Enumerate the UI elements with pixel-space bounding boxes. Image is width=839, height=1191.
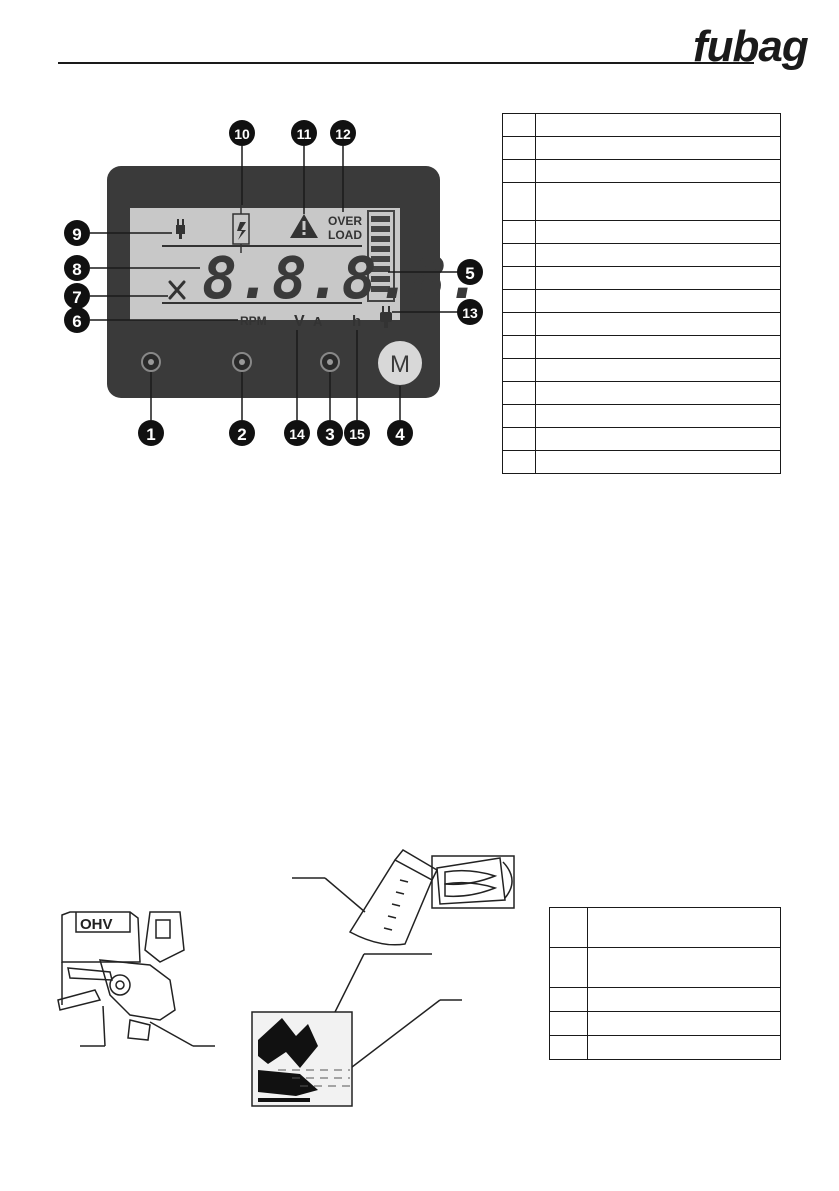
plug-icon-bottom-right (380, 306, 392, 328)
charge-icon (232, 205, 250, 253)
unit-v: V (294, 313, 305, 330)
table-row (502, 335, 781, 359)
legend-table-2 (549, 907, 781, 1060)
callout-13: 13 (457, 299, 483, 325)
table-row (502, 243, 781, 267)
table-row (502, 427, 781, 451)
engine-label: OHV (80, 916, 113, 933)
bar-graph-indicator (367, 210, 395, 302)
table-row (502, 136, 781, 160)
table-row (549, 907, 781, 948)
callout-9: 9 (64, 220, 90, 246)
table-row (502, 266, 781, 290)
table-row (502, 404, 781, 428)
svg-text:2: 2 (237, 425, 246, 444)
led-2 (232, 352, 252, 372)
callout-7: 7 (64, 283, 90, 309)
callouts: 10 11 12 9 8 7 6 5 13 1 2 14 3 15 4 (64, 120, 483, 446)
overload-label-1: OVER (328, 214, 362, 228)
warning-icon (290, 214, 318, 238)
svg-text:14: 14 (289, 426, 305, 442)
table-row (502, 182, 781, 221)
svg-text:9: 9 (72, 225, 81, 244)
callout-14: 14 (284, 420, 310, 446)
overload-label-2: LOAD (328, 228, 362, 242)
table-row (502, 450, 781, 474)
table-row (549, 947, 781, 988)
svg-text:7: 7 (72, 288, 81, 307)
seven-segment-readout: 8.8.8.8. (202, 244, 481, 312)
svg-text:4: 4 (395, 425, 405, 444)
unit-h: h (352, 313, 361, 330)
legend-table-1 (502, 113, 781, 474)
svg-text:15: 15 (349, 426, 365, 442)
table-row (549, 1011, 781, 1036)
svg-text:6: 6 (72, 312, 81, 331)
oil-level-detail (251, 1011, 353, 1107)
header-rule (58, 62, 754, 64)
plug-icon-top-left (176, 219, 185, 239)
led-3 (320, 352, 340, 372)
callout-8: 8 (64, 255, 90, 281)
svg-text:10: 10 (234, 126, 250, 142)
table-row (502, 159, 781, 183)
engine-illustration: OHV (57, 911, 215, 1047)
table-row (549, 987, 781, 1012)
callout-15: 15 (344, 420, 370, 446)
mode-button: M (378, 341, 422, 385)
led-1 (141, 352, 161, 372)
mode-button-label: M (390, 351, 410, 378)
callout-11: 11 (291, 120, 317, 146)
svg-text:11: 11 (297, 126, 312, 142)
lcd-screen (130, 208, 400, 320)
table-row (502, 358, 781, 382)
table-row (502, 220, 781, 244)
table-row (502, 289, 781, 313)
wrench-screwdriver-icon (168, 280, 186, 300)
callout-4: 4 (387, 420, 413, 446)
callout-2: 2 (229, 420, 255, 446)
svg-text:13: 13 (462, 305, 478, 321)
leader-lines (90, 146, 458, 420)
callout-12: 12 (330, 120, 356, 146)
callout-6: 6 (64, 307, 90, 333)
table-row (502, 381, 781, 405)
unit-rpm: RPM (240, 314, 267, 328)
callout-1: 1 (138, 420, 164, 446)
svg-text:3: 3 (325, 425, 334, 444)
svg-text:8: 8 (72, 260, 81, 279)
table-row (502, 113, 781, 137)
svg-text:5: 5 (465, 264, 474, 283)
svg-text:12: 12 (335, 126, 351, 142)
table-row (502, 312, 781, 336)
callout-3: 3 (317, 420, 343, 446)
table-row (549, 1035, 781, 1060)
callout-10: 10 (229, 120, 255, 146)
svg-text:1: 1 (146, 425, 155, 444)
callout-5: 5 (457, 259, 483, 285)
unit-a: A (313, 314, 323, 329)
